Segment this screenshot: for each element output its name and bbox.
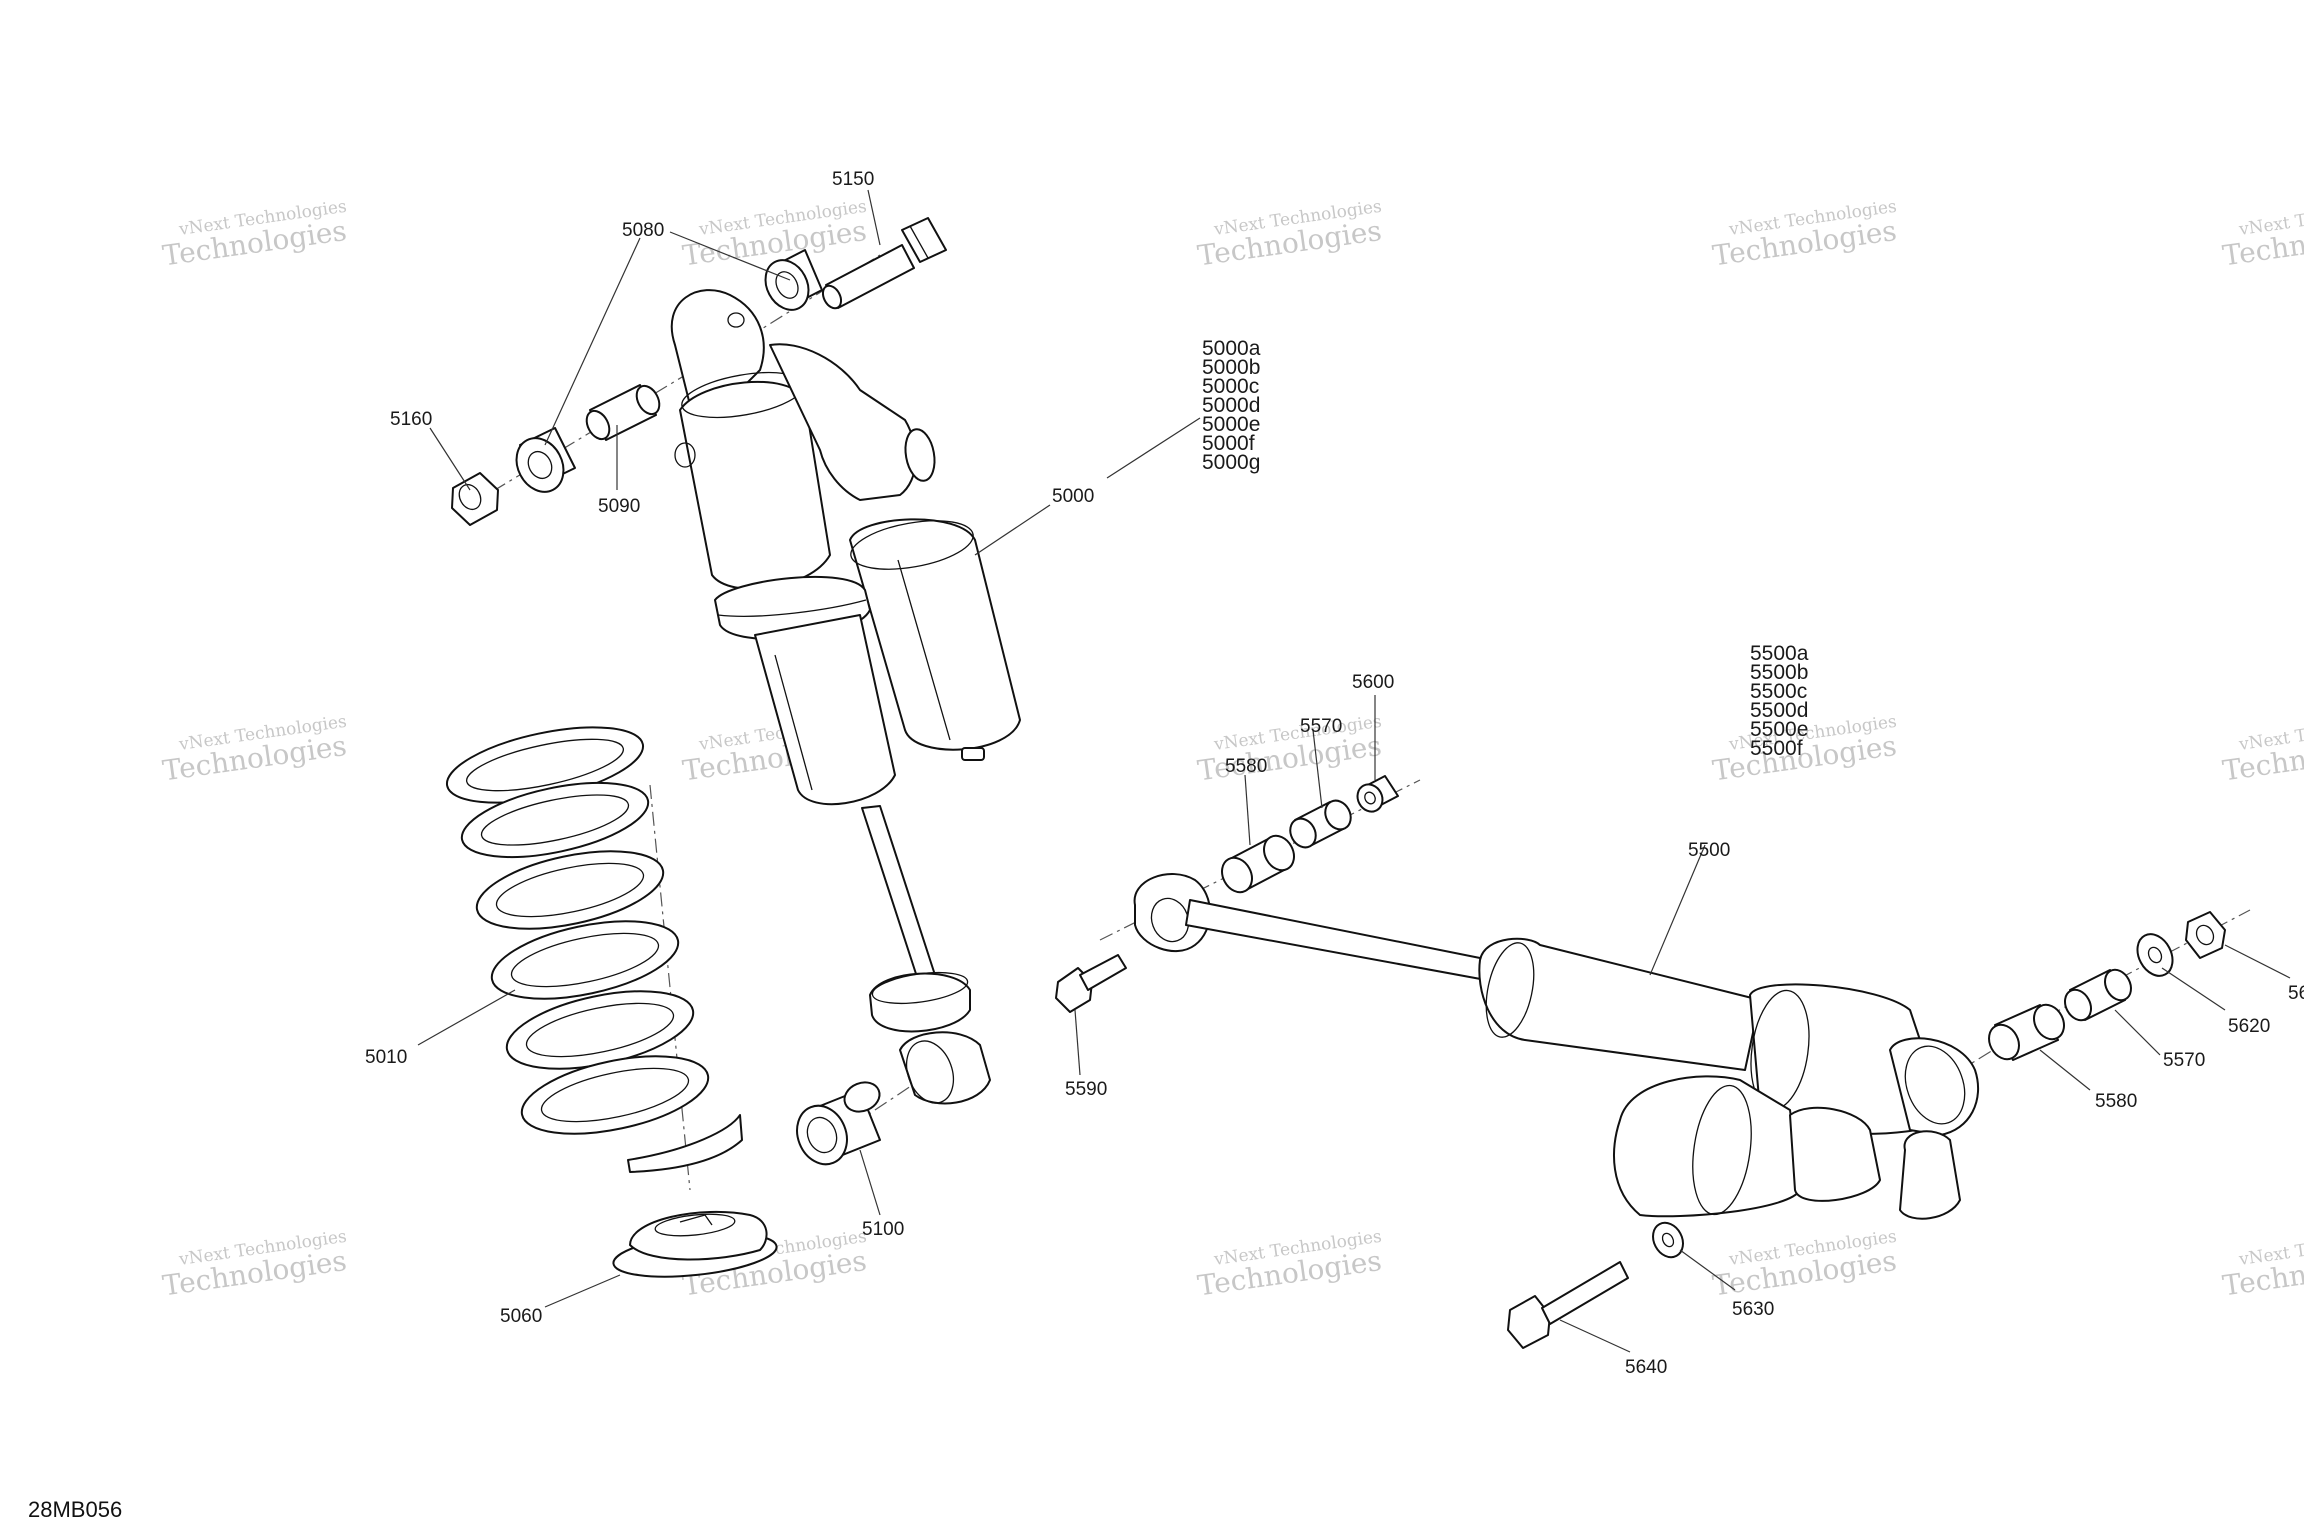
callout-5630: 5630 bbox=[1732, 1299, 1774, 1320]
bolt-5590 bbox=[1055, 954, 1127, 1013]
callout-5000-variant: 5000a bbox=[1202, 337, 1261, 360]
leader-5580-right bbox=[2039, 1049, 2091, 1091]
leader-5000-variants bbox=[1106, 417, 1201, 479]
leader-5060 bbox=[544, 1274, 621, 1308]
callout-5100: 5100 bbox=[862, 1219, 904, 1240]
callout-5000-variant: 5000e bbox=[1202, 413, 1260, 436]
leader-5570-right bbox=[2114, 1009, 2161, 1056]
callout-5610: 56 bbox=[2288, 983, 2304, 1004]
watermark-tile: vNext Technologies Technologies bbox=[1195, 197, 1383, 273]
callout-5500: 5500 bbox=[1688, 840, 1730, 861]
watermark-tile: vNext Technologies Technologies bbox=[2220, 1227, 2304, 1303]
callout-5590: 5590 bbox=[1065, 1079, 1107, 1100]
callout-5500-variant: 5500c bbox=[1750, 680, 1807, 703]
callout-5000-variant: 5000c bbox=[1202, 375, 1259, 398]
shock-absorber-5500 bbox=[1133, 873, 1980, 1220]
callout-5500-variant: 5500a bbox=[1750, 642, 1809, 665]
leader-5150 bbox=[867, 189, 881, 246]
callout-5570-left: 5570 bbox=[1300, 716, 1342, 737]
callout-5000-variant: 5000b bbox=[1202, 356, 1260, 379]
coil-spring-5010 bbox=[445, 726, 743, 1173]
leader-lines bbox=[417, 189, 2291, 1353]
leader-5010 bbox=[417, 989, 516, 1046]
callout-5010: 5010 bbox=[365, 1047, 407, 1068]
callout-labels: 5150 5080 5160 5090 5000a 5000b 5000c 50… bbox=[365, 169, 2304, 1378]
callout-5080: 5080 bbox=[622, 220, 664, 241]
sleeve-5570-right bbox=[2064, 968, 2132, 1022]
watermark-tile: vNext Technologies Technologies bbox=[1195, 712, 1383, 788]
callout-5500-variant: 5500f bbox=[1750, 737, 1803, 760]
bolt-5640 bbox=[1507, 1261, 1629, 1349]
callout-5060: 5060 bbox=[500, 1306, 542, 1327]
leader-5630 bbox=[1679, 1249, 1736, 1291]
callout-5620: 5620 bbox=[2228, 1016, 2270, 1037]
watermark-tile: vNext Technologies Technologies bbox=[160, 712, 348, 788]
nut-5160 bbox=[451, 472, 499, 526]
sleeve-5090 bbox=[585, 384, 661, 441]
callout-5000-variant: 5000d bbox=[1202, 394, 1260, 417]
leader-5160 bbox=[429, 427, 471, 491]
leader-5000 bbox=[974, 504, 1051, 556]
bushing-5080-lower bbox=[515, 427, 576, 493]
leader-5640 bbox=[1559, 1319, 1631, 1353]
callout-5500-variant: 5500e bbox=[1750, 718, 1808, 741]
callout-5090: 5090 bbox=[598, 496, 640, 517]
bushing-5100 bbox=[796, 1081, 881, 1166]
nut-5610 bbox=[2185, 911, 2226, 959]
watermark-tile: vNext Technologies Technologies bbox=[160, 197, 348, 273]
shock-absorber-5000 bbox=[670, 289, 1021, 1105]
leader-5500 bbox=[1649, 844, 1706, 976]
callout-5160: 5160 bbox=[390, 409, 432, 430]
centerline bbox=[649, 784, 691, 1191]
washer-5600-left bbox=[1356, 775, 1399, 813]
sleeve-5570-left bbox=[1289, 799, 1352, 849]
callout-5500-variant: 5500b bbox=[1750, 661, 1808, 684]
watermark-tile: vNext Technologies Technologies bbox=[1710, 197, 1898, 273]
spring-seat-5060 bbox=[612, 1210, 778, 1278]
callout-5000-variant: 5000f bbox=[1202, 432, 1255, 455]
bolt-5150 bbox=[821, 217, 947, 310]
watermark-tile: vNext Technologies Technologies bbox=[160, 1227, 348, 1303]
watermark-tile: vNext Technologies Technologies bbox=[1195, 1227, 1383, 1303]
figure-code: 28MB056 bbox=[28, 1497, 122, 1522]
callout-5570-right: 5570 bbox=[2163, 1050, 2205, 1071]
washer-5620 bbox=[2136, 933, 2174, 977]
washer-5630 bbox=[1652, 1221, 1684, 1259]
bushing-5580-left bbox=[1221, 834, 1295, 894]
watermark-tile: vNext Technologies Technologies bbox=[2220, 197, 2304, 273]
leader-5580-left bbox=[1244, 774, 1251, 846]
bushing-5580-right bbox=[1988, 1003, 2065, 1061]
watermark-tile: vNext Technologies Technologies bbox=[1710, 1227, 1898, 1303]
callout-5500-variant: 5500d bbox=[1750, 699, 1808, 722]
callout-5580-right: 5580 bbox=[2095, 1091, 2137, 1112]
callout-5000: 5000 bbox=[1052, 486, 1094, 507]
callout-5600: 5600 bbox=[1352, 672, 1394, 693]
bushing-5080-upper bbox=[764, 249, 823, 311]
leader-5080-upper bbox=[669, 231, 791, 281]
leader-5570-left bbox=[1312, 729, 1323, 809]
leader-5080-lower bbox=[544, 237, 641, 446]
callout-5640: 5640 bbox=[1625, 1357, 1667, 1378]
leader-5610 bbox=[2224, 944, 2291, 979]
callout-5000-variant: 5000g bbox=[1202, 451, 1260, 474]
callout-5580-left: 5580 bbox=[1225, 756, 1267, 777]
leader-5620 bbox=[2161, 967, 2226, 1011]
callout-5150: 5150 bbox=[832, 169, 874, 190]
leader-5100 bbox=[859, 1149, 881, 1216]
watermark-tile: vNext Technologies Technologies bbox=[2220, 712, 2304, 788]
leader-5590 bbox=[1074, 1009, 1081, 1076]
